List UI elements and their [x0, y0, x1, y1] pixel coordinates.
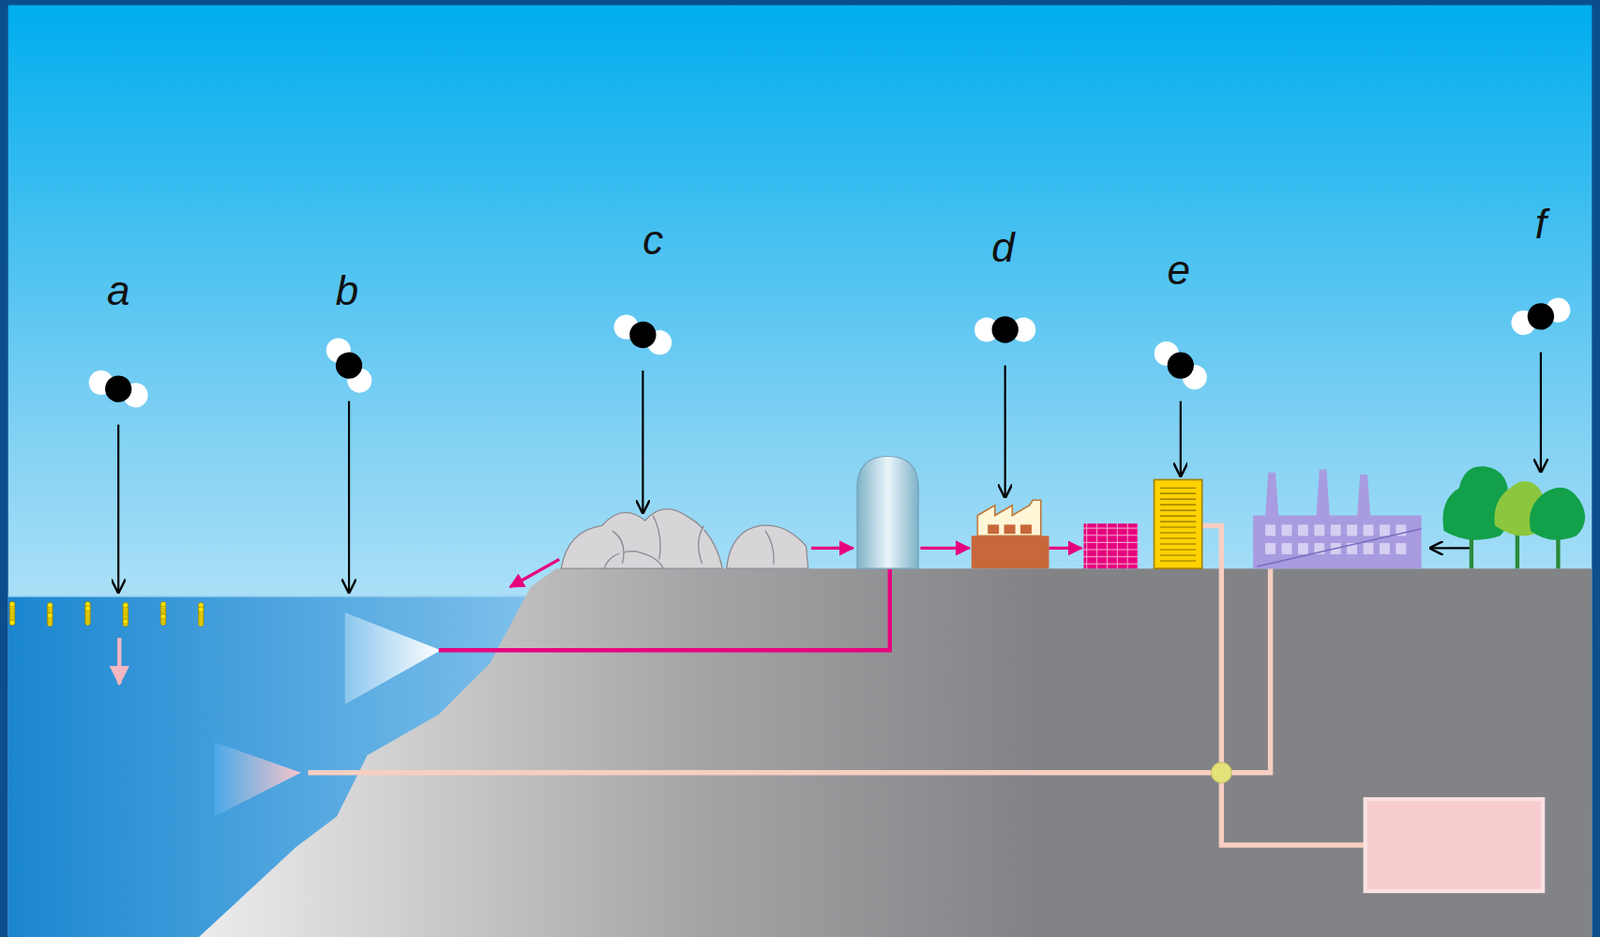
arrow: [641, 370, 644, 513]
co2-molecule: [974, 316, 1036, 343]
arrow: [1179, 401, 1182, 476]
arrow: [117, 424, 120, 592]
letter-label: e: [1166, 249, 1190, 291]
co2-molecule: [1507, 293, 1574, 340]
co2-molecule: [1148, 335, 1213, 396]
arrow: [1539, 351, 1542, 471]
letter-label: a: [106, 270, 130, 312]
letter-label: f: [1535, 203, 1547, 245]
arrow: [347, 401, 350, 592]
co2-molecule: [320, 332, 378, 399]
arrow: [1004, 365, 1007, 498]
co2-molecule: [609, 309, 677, 360]
letter-label: b: [335, 270, 359, 312]
letter-label: c: [642, 219, 664, 261]
letter-label: d: [991, 226, 1014, 269]
co2-molecule: [85, 365, 152, 412]
